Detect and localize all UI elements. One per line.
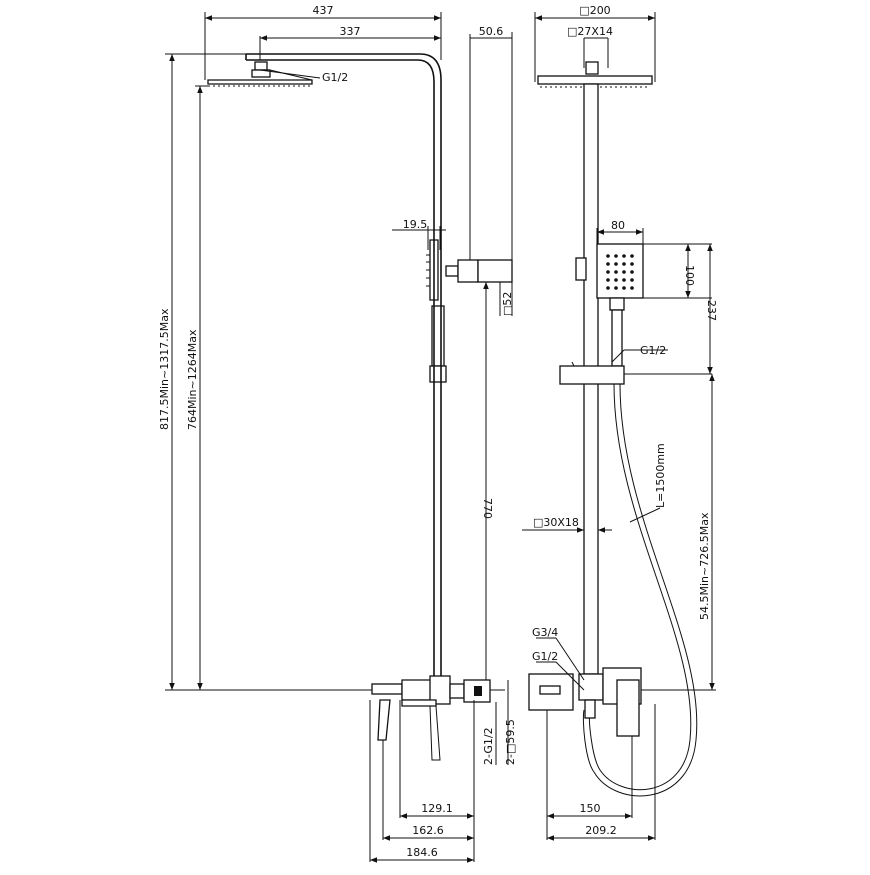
label-184-6: 184.6 bbox=[406, 846, 438, 859]
hand-thread-label: G1/2 bbox=[640, 344, 666, 357]
label-square-200: □200 bbox=[579, 4, 610, 17]
shower-head-side: G1/2 bbox=[207, 61, 348, 87]
label-square-52: □52 bbox=[501, 292, 514, 316]
dim-hand-height: 100 237 bbox=[643, 243, 718, 374]
mixer-side: 2-G1/2 2-□59.5 bbox=[371, 675, 517, 765]
dim-hand-width: 80 bbox=[596, 219, 644, 244]
hose: L=1500mm bbox=[582, 383, 698, 797]
front-view: □200 □27X14 bbox=[522, 4, 718, 841]
thread-g12-label: G1/2 bbox=[532, 650, 558, 663]
label-162-6: 162.6 bbox=[412, 824, 444, 837]
label-80: 80 bbox=[611, 219, 625, 232]
wall-bracket-side: □52 bbox=[445, 259, 514, 316]
dim-slide-range: 54.5Min~726.5Max bbox=[640, 374, 716, 691]
dim-depths: 129.1 162.6 184.6 bbox=[369, 700, 475, 863]
side-view: 437 337 50.6 G1/2 bbox=[158, 4, 517, 863]
label-arm-section: □27X14 bbox=[567, 25, 613, 38]
dim-holder-width: 19.5 bbox=[392, 218, 446, 250]
mixer-front: G3/4 G1/2 bbox=[528, 626, 642, 737]
shower-arm bbox=[245, 53, 442, 230]
dim-total-width: 437 bbox=[204, 4, 442, 80]
label-slide-range: 54.5Min~726.5Max bbox=[698, 512, 711, 620]
label-770: 770 bbox=[481, 498, 494, 519]
dim-mixer-front: 150 209.2 bbox=[546, 704, 656, 841]
dim-arm-section: □27X14 bbox=[567, 25, 613, 68]
dim-head-offset: 50.6 bbox=[469, 25, 513, 276]
hose-length-label: L=1500mm bbox=[654, 443, 667, 508]
thread-g34-label: G3/4 bbox=[532, 626, 558, 639]
hand-shower-front bbox=[575, 243, 644, 367]
dim-770: 770 bbox=[481, 282, 494, 690]
label-height-total: 817.5Min~1317.5Max bbox=[158, 308, 171, 430]
label-150: 150 bbox=[580, 802, 601, 815]
label-height-head: 764Min~1264Max bbox=[186, 329, 199, 430]
label-50-6: 50.6 bbox=[479, 25, 504, 38]
label-129-1: 129.1 bbox=[421, 802, 453, 815]
nozzle-grid bbox=[606, 254, 634, 290]
dim-head-size: □200 bbox=[534, 4, 656, 82]
label-237: 237 bbox=[705, 300, 718, 321]
label-19-5: 19.5 bbox=[403, 218, 428, 231]
hand-shower-side bbox=[426, 239, 447, 383]
label-337: 337 bbox=[340, 25, 361, 38]
label-pipe-section: □30X18 bbox=[533, 516, 579, 529]
riser-pipe-side bbox=[433, 230, 442, 690]
label-100: 100 bbox=[683, 265, 696, 286]
slider-bracket: G1/2 bbox=[559, 344, 712, 385]
label-inlet-thread: 2-G1/2 bbox=[482, 727, 495, 765]
label-inlet-square: 2-□59.5 bbox=[504, 719, 517, 765]
label-209-2: 209.2 bbox=[585, 824, 617, 837]
dim-height: 817.5Min~1317.5Max 764Min~1264Max bbox=[158, 53, 380, 691]
label-437: 437 bbox=[313, 4, 334, 17]
dim-pipe-section: □30X18 bbox=[522, 516, 612, 533]
head-thread-label: G1/2 bbox=[322, 71, 348, 84]
dim-arm-length: 337 bbox=[259, 25, 441, 60]
shower-head-front bbox=[537, 61, 653, 88]
